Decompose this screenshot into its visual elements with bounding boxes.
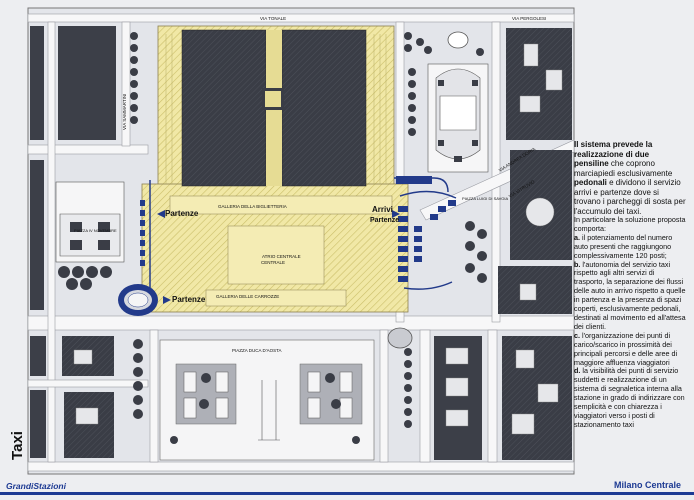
label-piazza-luigi-di-savoia: PIAZZA LUIGI DI SAVOIA <box>462 196 508 201</box>
intro-bold: Il sistema prevede la realizzazione di d… <box>574 140 653 168</box>
footer-rule <box>0 492 694 495</box>
taxi-bay-right-top <box>396 176 432 184</box>
brand-logo: GrandiStazioni <box>6 481 66 491</box>
intro-bold-2: pedonali <box>574 178 607 187</box>
label-partenze-right: Partenze <box>370 217 399 224</box>
topic-title-text: Taxi <box>8 430 26 460</box>
flow-arrows <box>157 210 400 304</box>
intro-text: che coprono marciapiedi esclusivamente <box>574 159 673 178</box>
label-partenze-bottom: Partenze <box>172 295 206 304</box>
street-via-sammartini: VIA SAMMARTINI <box>122 94 127 130</box>
label-atrio-centrale: ATRIO CENTRALE <box>262 254 301 259</box>
roundabouts <box>259 31 469 420</box>
item-c-text: l'organizzazione dei punti di carico/sca… <box>574 330 678 367</box>
item-b-key: b. <box>574 259 581 269</box>
label-galleria-biglietteria: GALLERIA DELLA BIGLIETTERIA <box>218 204 287 209</box>
taxi-bay-right-a <box>398 206 408 212</box>
item-a-key: a. <box>574 232 580 242</box>
station-name: Milano Centrale <box>614 480 682 490</box>
street-via-tonale: VIA TONALE <box>260 16 286 21</box>
taxi-lanes <box>149 177 457 290</box>
label-partenze-left: Partenze <box>165 209 199 218</box>
item-d-key: d. <box>574 366 581 376</box>
piazza-iv-novembre <box>55 181 125 263</box>
label-galleria-carrozze: GALLERIA DELLE CARROZZE <box>216 294 279 299</box>
description-panel: Il sistema prevede la realizzazione di d… <box>574 140 686 465</box>
label-piazza-iv-novembre: PIAZZA IV NOVEMBRE <box>74 228 117 233</box>
tree-rows <box>58 32 487 428</box>
label-centrale: CENTRALE <box>261 260 285 265</box>
item-d-text: la visibilità dei punti di servizio sudd… <box>574 366 685 429</box>
intro-text-2: e dividono il servizio arrivi e partenze… <box>574 178 686 216</box>
item-c-key: c. <box>574 330 580 340</box>
taxi-bay-left <box>140 200 145 206</box>
item-a-text: il potenziamento del numero auto present… <box>574 232 673 260</box>
taxi-roundabout <box>118 284 158 316</box>
taxi-bays <box>140 176 456 282</box>
train-shed <box>181 29 367 187</box>
item-b-text: l'autonomia del servizio taxi rispetto a… <box>574 259 686 331</box>
label-piazza-duca-daosta: PIAZZA DUCA D'AOSTA <box>232 348 282 353</box>
piazza-luigi-di-savoia <box>427 63 489 173</box>
topic-title: Taxi <box>6 430 28 460</box>
intro-text-3: In particolare la soluzione proposta com… <box>574 215 686 233</box>
street-via-pergolesi: VIA PERGOLESI <box>512 16 546 21</box>
label-arrivi-right: Arrivi <box>372 205 393 214</box>
